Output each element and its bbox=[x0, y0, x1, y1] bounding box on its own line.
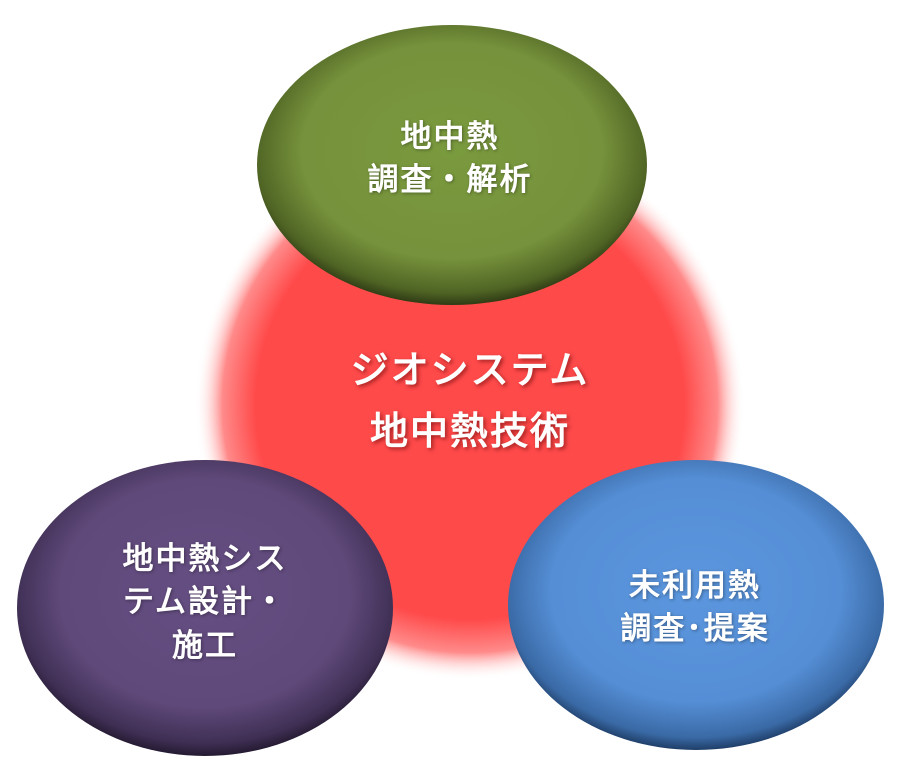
right-label-line2: 調査･提案 bbox=[620, 611, 770, 648]
top-ellipse bbox=[257, 25, 647, 305]
top-label: 地中熱 調査・解析 bbox=[300, 116, 600, 203]
left-label-line3: 施工 bbox=[172, 627, 238, 664]
center-label-line1: ジオシステム bbox=[350, 348, 590, 392]
top-label-line1: 地中熱 bbox=[400, 119, 500, 155]
left-label-line1: 地中熱シス bbox=[122, 541, 288, 577]
right-ellipse bbox=[508, 460, 884, 750]
top-label-line2: 調査・解析 bbox=[367, 162, 533, 199]
center-label-line2: 地中熱技術 bbox=[369, 408, 570, 453]
left-label-line2: テム設計・ bbox=[122, 584, 288, 621]
left-ellipse bbox=[17, 460, 393, 756]
right-label: 未利用熱 調査･提案 bbox=[530, 565, 860, 652]
left-label: 地中熱シス テム設計・ 施工 bbox=[40, 538, 370, 668]
center-label: ジオシステム 地中熱技術 bbox=[270, 340, 670, 462]
right-label-line1: 未利用熱 bbox=[629, 568, 761, 604]
